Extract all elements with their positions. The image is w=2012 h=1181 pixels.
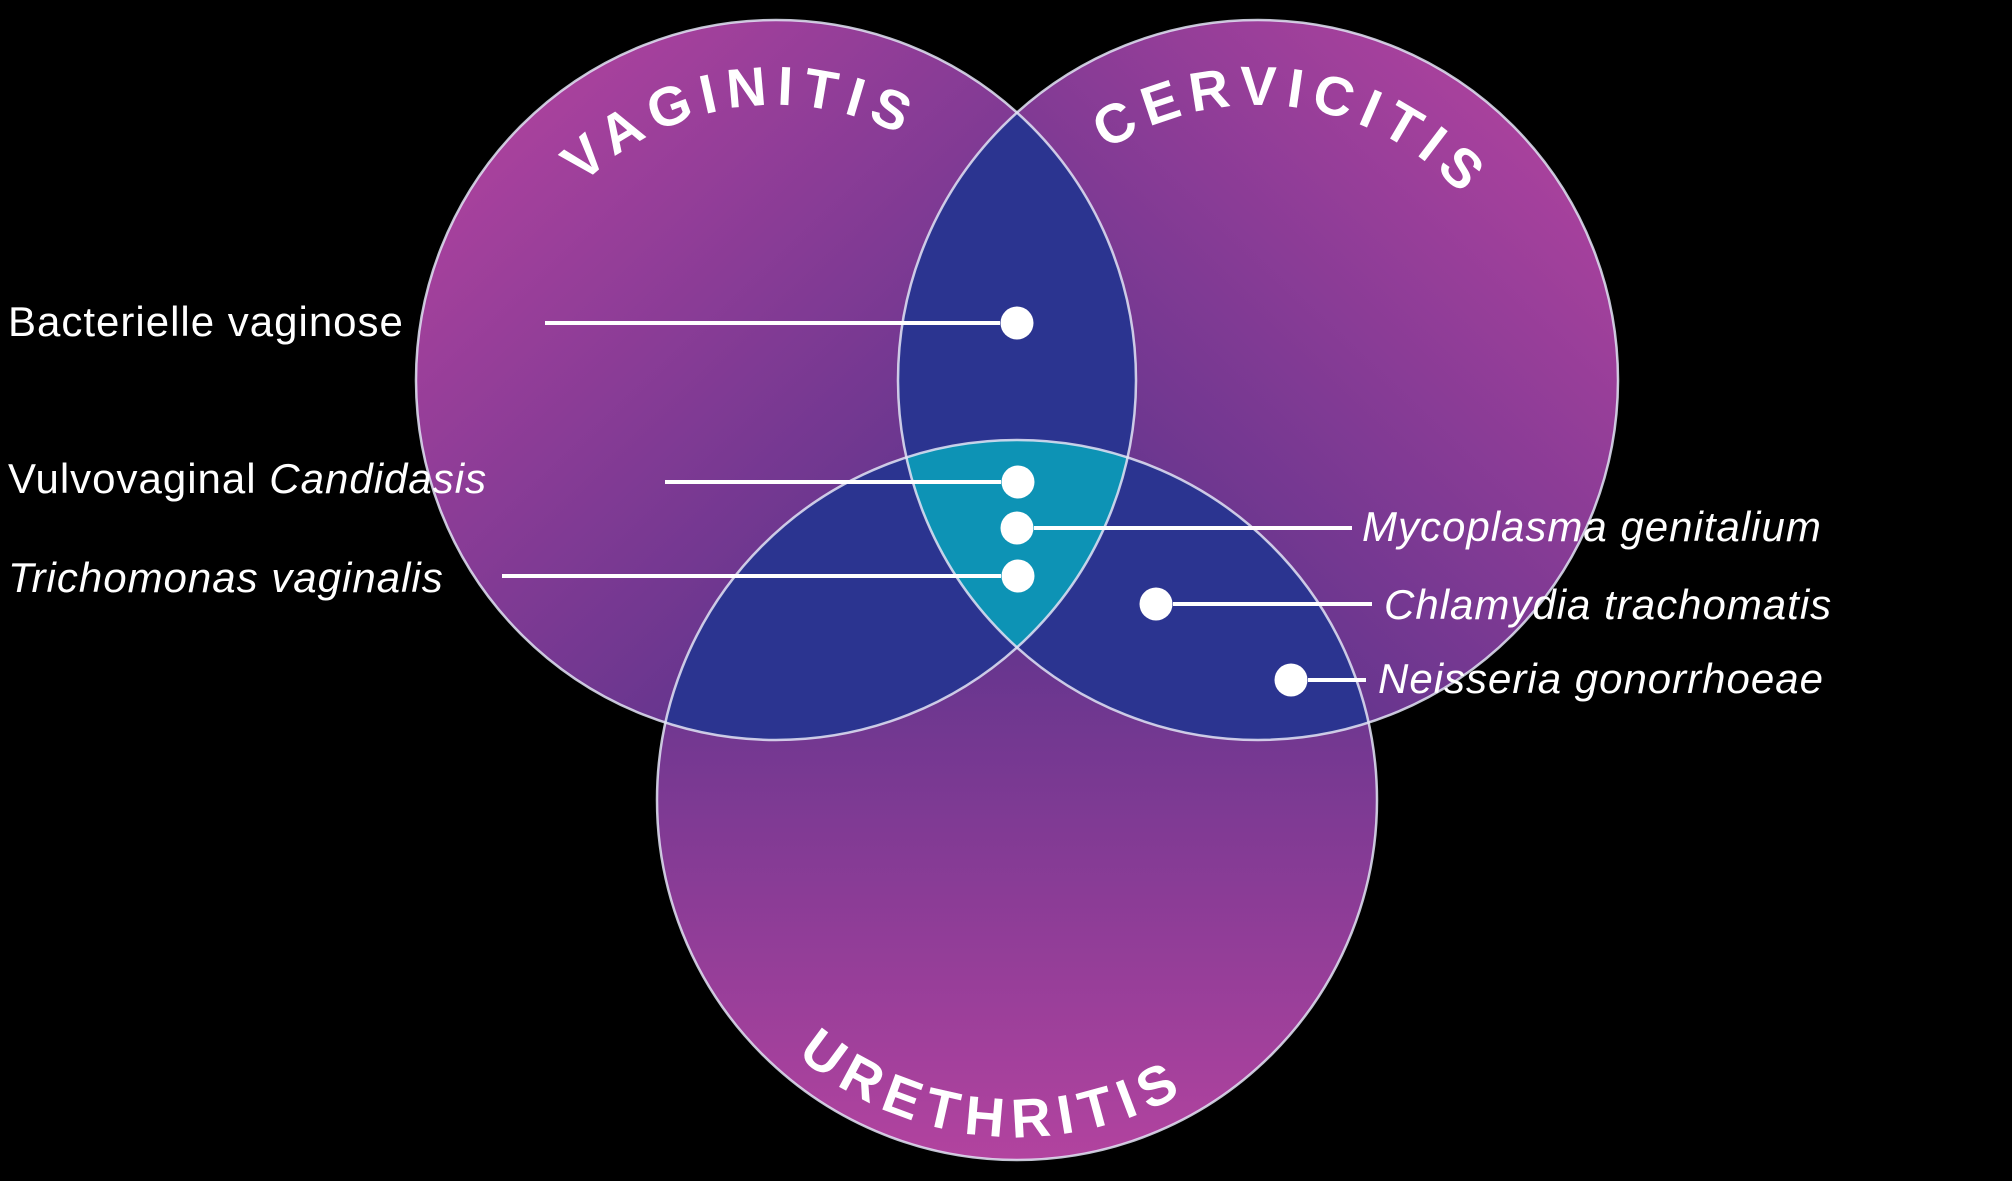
dot-candidasis — [1001, 465, 1035, 499]
ring-cervicitis — [896, 18, 1620, 742]
label-text-italic: Chlamydia trachomatis — [1384, 581, 1833, 629]
label-trichomonas-vaginalis: Trichomonas vaginalis — [8, 557, 444, 599]
label-text-italic: Trichomonas vaginalis — [8, 554, 444, 602]
overlap-vaginitis-urethritis — [657, 440, 1136, 740]
label-text-regular: Vulvovaginal — [8, 455, 270, 503]
ring-vaginitis — [414, 18, 1138, 742]
overlap-cervicitis-urethritis — [898, 440, 1377, 740]
label-text-italic: Mycoplasma genitalium — [1362, 503, 1822, 551]
label-chlamydia-trachomatis: Chlamydia trachomatis — [1384, 584, 1832, 626]
dot-bacterial-vaginose — [1000, 306, 1034, 340]
ring-urethritis — [655, 438, 1379, 1162]
label-neisseria-gonorrhoeae: Neisseria gonorrhoeae — [1378, 658, 1824, 700]
label-text-regular: Bacterielle vaginose — [8, 298, 404, 346]
dot-mycoplasma — [1000, 511, 1034, 545]
label-vulvovaginal-candidasis: Vulvovaginal Candidasis — [8, 458, 487, 500]
label-text-italic: Candidasis — [269, 455, 488, 503]
label-text-italic: Neisseria gonorrhoeae — [1378, 655, 1824, 703]
label-mycoplasma-genitalium: Mycoplasma genitalium — [1362, 506, 1822, 548]
dot-trichomonas — [1001, 559, 1035, 593]
label-bacterial-vaginose: Bacterielle vaginose — [8, 301, 404, 343]
dot-chlamydia — [1139, 587, 1173, 621]
dot-neisseria — [1274, 663, 1308, 697]
